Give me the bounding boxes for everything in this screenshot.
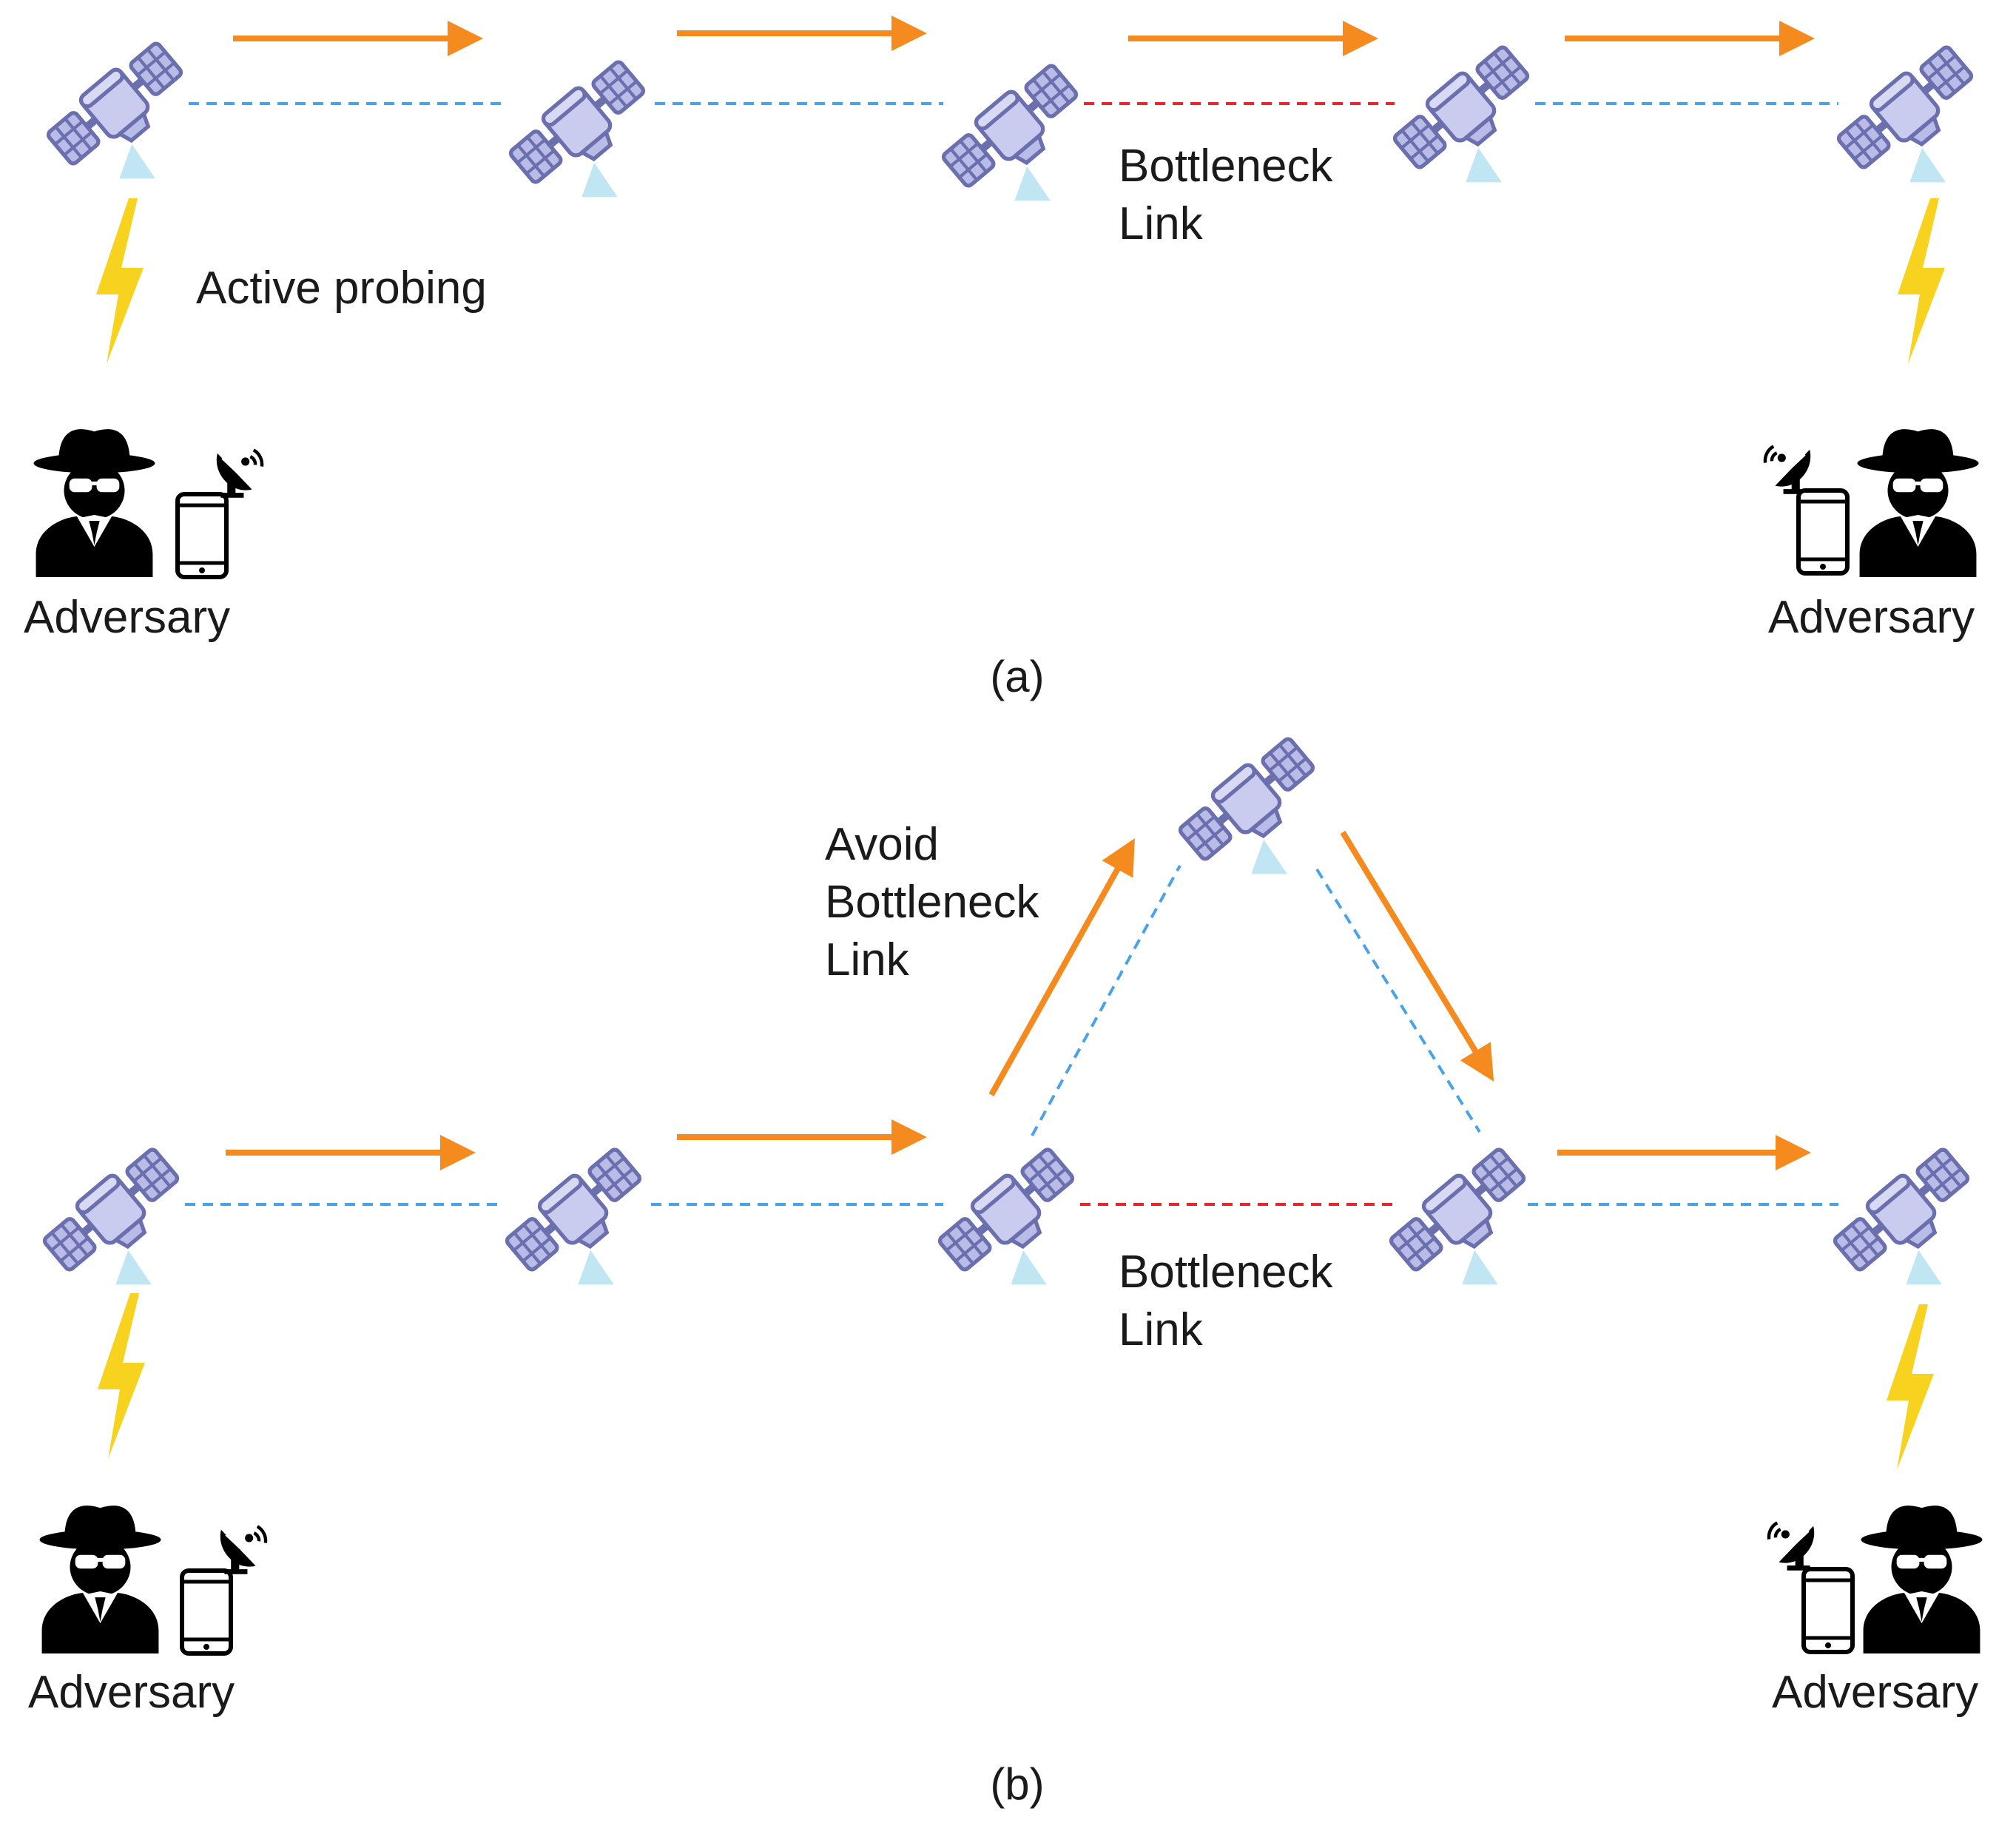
satellite-icon xyxy=(1386,1143,1566,1320)
avoid-bottleneck-label: Bottleneck xyxy=(825,877,1040,928)
panel-a: Bottleneck Link Active probing Adversary… xyxy=(24,16,2014,701)
panel-b: Avoid Bottleneck Link Bottleneck Link Ad… xyxy=(28,732,2010,1809)
bottleneck-label: Link xyxy=(1119,1304,1204,1355)
smartphone-icon xyxy=(1798,490,1847,573)
adversary-label: Adversary xyxy=(1772,1667,1978,1718)
satellite-icon xyxy=(1830,1143,2010,1320)
avoid-bottleneck-label: Link xyxy=(825,934,910,985)
links-b xyxy=(185,865,1838,1206)
panel-caption: (b) xyxy=(990,1759,1044,1809)
adversary-label: Adversary xyxy=(28,1667,235,1718)
satellite-dish-icon xyxy=(220,1526,266,1574)
satellite-icon xyxy=(934,1143,1115,1320)
active-probing-label: Active probing xyxy=(196,263,487,314)
satellite-icon xyxy=(1389,41,1570,218)
smartphone-icon xyxy=(182,1571,231,1653)
satellite-icon xyxy=(938,59,1119,236)
bottleneck-label: Bottleneck xyxy=(1119,141,1334,192)
spy-icon xyxy=(1861,1506,1983,1653)
satellite-icon xyxy=(1833,41,2014,218)
satellite-icon xyxy=(505,55,686,232)
lightning-icon xyxy=(96,198,144,364)
bottleneck-label: Bottleneck xyxy=(1119,1247,1334,1298)
smartphone-icon xyxy=(1804,1569,1853,1652)
satellite-icon xyxy=(1175,732,1355,909)
traffic-arrow xyxy=(988,838,1135,1096)
satellite-icon xyxy=(502,1143,682,1320)
satellite-icon xyxy=(43,37,223,214)
satellite-dish-icon xyxy=(1769,1523,1814,1570)
adversary-label: Adversary xyxy=(24,592,230,643)
avoid-bottleneck-label: Avoid xyxy=(825,819,939,870)
traffic-arrows-b xyxy=(226,830,1811,1170)
satellite-dish-icon xyxy=(217,450,262,497)
smartphone-icon xyxy=(178,494,226,577)
satellite-dish-icon xyxy=(1765,446,1810,493)
spy-icon xyxy=(33,429,155,577)
spy-icon xyxy=(1857,429,1979,577)
lightning-icon xyxy=(1887,1304,1934,1470)
lightning-icon xyxy=(98,1293,145,1459)
satellite-icon xyxy=(39,1143,220,1320)
link xyxy=(1031,865,1181,1136)
lightning-icon xyxy=(1898,198,1945,364)
link xyxy=(1315,868,1481,1133)
traffic-arrow xyxy=(1340,830,1494,1082)
traffic-arrows-a xyxy=(233,16,1815,56)
bottleneck-label: Link xyxy=(1119,198,1204,249)
spy-icon xyxy=(39,1506,161,1653)
adversary-label: Adversary xyxy=(1768,592,1975,643)
panel-caption: (a) xyxy=(990,652,1044,701)
